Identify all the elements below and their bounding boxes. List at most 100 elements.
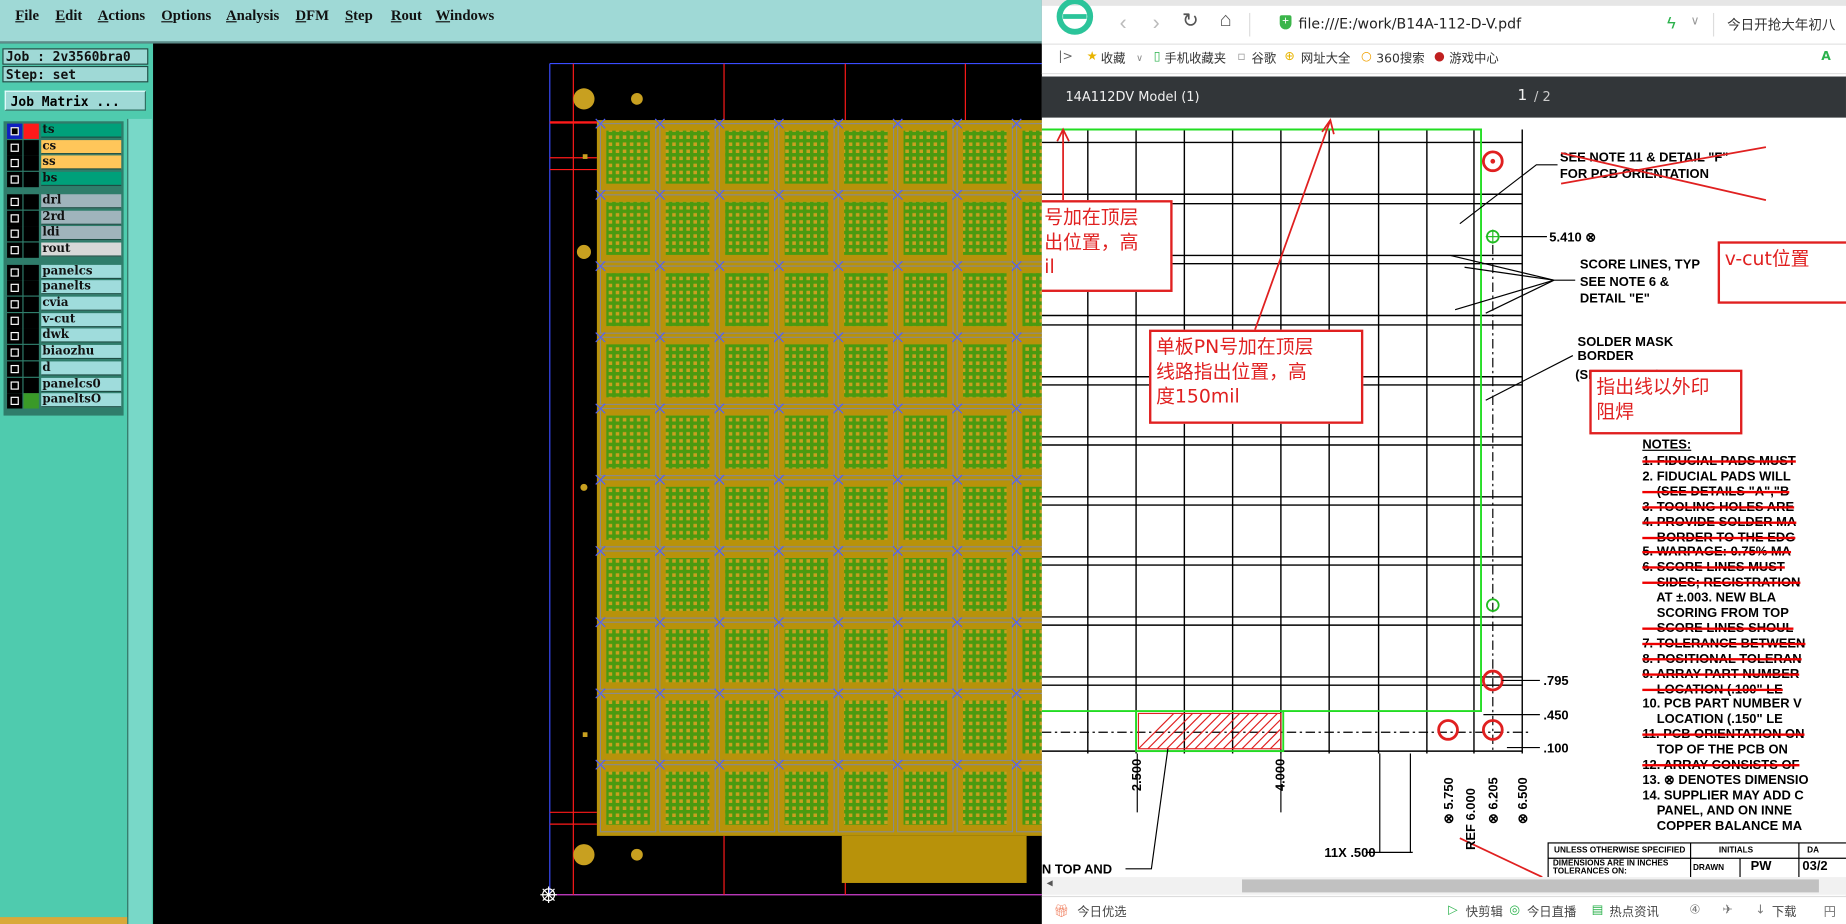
bookmark-360search[interactable]: 360搜索 <box>1376 51 1425 66</box>
layer-row-dwk[interactable]: dwk <box>6 328 122 345</box>
layer-checkbox[interactable] <box>7 226 23 242</box>
layer-name[interactable]: drl <box>41 194 122 209</box>
horizontal-scrollbar[interactable]: ◂ <box>1041 877 1846 895</box>
layer-checkbox[interactable] <box>7 171 23 188</box>
translate-icon[interactable]: A <box>1821 49 1831 64</box>
menu-options[interactable]: Options <box>161 7 212 24</box>
page-current[interactable]: 1 <box>1517 87 1528 105</box>
layer-row-panelts[interactable]: panelts <box>6 280 122 296</box>
bookmark-directory[interactable]: 网址大全 <box>1300 51 1351 66</box>
scroll-left-icon[interactable]: ◂ <box>1046 877 1053 891</box>
layer-checkbox[interactable] <box>7 377 23 393</box>
back-icon[interactable]: ‹ <box>1119 10 1127 35</box>
status-news[interactable]: 热点资讯 <box>1609 905 1659 920</box>
speed-icon[interactable]: ④ <box>1689 902 1701 918</box>
layer-name[interactable]: dwk <box>41 328 122 344</box>
home-icon[interactable]: ⌂ <box>1219 8 1232 31</box>
bolt-icon[interactable]: ϟ <box>1667 12 1676 32</box>
layer-row-ts[interactable]: ts <box>6 123 122 139</box>
menu-edit[interactable]: Edit <box>55 7 83 24</box>
layer-name[interactable]: bs <box>41 171 122 187</box>
forward-icon[interactable]: › <box>1152 10 1160 35</box>
layer-row-panelcs[interactable]: panelcs <box>6 264 122 280</box>
layer-checkbox[interactable] <box>7 264 23 280</box>
menu-dfm[interactable]: DFM <box>295 7 330 24</box>
promo-link[interactable]: 今日开抢大年初八 <box>1727 16 1836 33</box>
reload-icon[interactable]: ↻ <box>1181 9 1199 32</box>
pcb-unit-frame <box>718 479 776 548</box>
layer-row-drl[interactable]: drl <box>6 194 122 210</box>
layer-checkbox[interactable] <box>7 312 23 329</box>
layer-checkbox[interactable] <box>7 242 23 258</box>
window-icon[interactable]: 円 <box>1823 905 1836 920</box>
layer-checkbox[interactable] <box>7 210 23 226</box>
layer-row-ldi[interactable]: ldi <box>6 226 122 242</box>
layer-name[interactable]: cs <box>41 139 122 154</box>
layer-checkbox[interactable] <box>7 155 23 172</box>
layer-name[interactable]: biaozhu <box>41 345 122 360</box>
layer-name[interactable]: cvia <box>41 296 122 311</box>
layer-name[interactable]: rout <box>41 242 122 257</box>
layer-checkbox[interactable] <box>7 139 23 156</box>
menu-windows[interactable]: Windows <box>435 7 495 24</box>
bookmark-google[interactable]: 谷歌 <box>1251 51 1277 66</box>
layer-row-cvia[interactable]: cvia <box>6 296 122 312</box>
layer-name[interactable]: ss <box>41 155 122 170</box>
layer-row-2rd[interactable]: 2rd <box>6 210 122 226</box>
layer-name[interactable]: ldi <box>41 226 122 241</box>
layer-row-paneltsO[interactable]: paneltsO <box>6 393 122 409</box>
status-live[interactable]: 今日直播 <box>1526 905 1577 920</box>
layer-checkbox[interactable] <box>7 328 23 345</box>
layer-row-ss[interactable]: ss <box>6 155 122 172</box>
graphics-canvas[interactable] <box>153 43 1042 924</box>
layer-row-v-cut[interactable]: v-cut <box>6 312 122 329</box>
layer-name[interactable]: ts <box>41 123 122 138</box>
sidebar-toggle-icon[interactable]: |> <box>1058 49 1073 64</box>
layer-name[interactable]: paneltsO <box>41 393 122 408</box>
layer-checkbox[interactable] <box>7 296 23 312</box>
status-today-picks[interactable]: 今日优选 <box>1077 905 1127 920</box>
layer-row-rout[interactable]: rout <box>6 242 122 258</box>
menu-file[interactable]: File <box>15 7 40 24</box>
url-field[interactable]: file:///E:/work/B14A-112-D-V.pdf <box>1298 15 1522 32</box>
fiducial-cross-icon <box>892 118 903 129</box>
job-matrix-button[interactable]: Job Matrix ... <box>4 90 146 111</box>
layer-row-bs[interactable]: bs <box>6 171 122 188</box>
status-quick-clip[interactable]: 快剪辑 <box>1465 905 1503 920</box>
menu-step[interactable]: Step <box>344 7 373 24</box>
bookmark-favorites[interactable]: 收藏 <box>1100 51 1126 66</box>
menu-actions[interactable]: Actions <box>97 7 146 24</box>
chevron-down-icon[interactable]: ∨ <box>1690 15 1700 29</box>
status-download[interactable]: 下载 <box>1771 905 1797 920</box>
layer-checkbox[interactable] <box>7 393 23 409</box>
pcb-unit-circuit <box>784 771 829 825</box>
layer-row-d[interactable]: d <box>6 361 122 377</box>
menu-rout[interactable]: Rout <box>390 7 422 24</box>
layer-name[interactable]: panelts <box>41 280 122 295</box>
pin-icon[interactable]: ✈ <box>1722 902 1733 918</box>
tab-strip[interactable] <box>1041 0 1846 6</box>
layer-row-biaozhu[interactable]: biaozhu <box>6 345 122 361</box>
chevron-down-icon[interactable]: ∨ <box>1136 52 1143 64</box>
layer-list-scrollbar[interactable] <box>127 118 152 924</box>
scrollbar-thumb[interactable] <box>1242 879 1819 893</box>
pcb-unit <box>773 474 835 548</box>
layer-checkbox[interactable] <box>7 361 23 377</box>
pcb-unit-circuit <box>963 771 1007 825</box>
layer-name[interactable]: panelcs0 <box>41 377 122 392</box>
bookmark-mobile[interactable]: 手机收藏夹 <box>1164 51 1227 66</box>
bookmark-games[interactable]: 游戏中心 <box>1449 51 1499 66</box>
layer-checkbox[interactable] <box>7 194 23 210</box>
layer-name[interactable]: 2rd <box>41 210 122 225</box>
layer-checkbox[interactable] <box>7 123 23 139</box>
layer-checkbox[interactable] <box>7 345 23 361</box>
layer-name[interactable]: d <box>41 361 122 376</box>
pcb-unit-frame <box>599 194 657 263</box>
layer-name[interactable]: panelcs <box>41 264 122 279</box>
layer-name[interactable]: v-cut <box>41 312 122 327</box>
layer-checkbox[interactable] <box>7 280 23 296</box>
layer-row-panelcs0[interactable]: panelcs0 <box>6 377 122 393</box>
pcb-unit <box>1011 260 1042 334</box>
layer-row-cs[interactable]: cs <box>6 139 122 156</box>
menu-analysis[interactable]: Analysis <box>226 7 280 24</box>
